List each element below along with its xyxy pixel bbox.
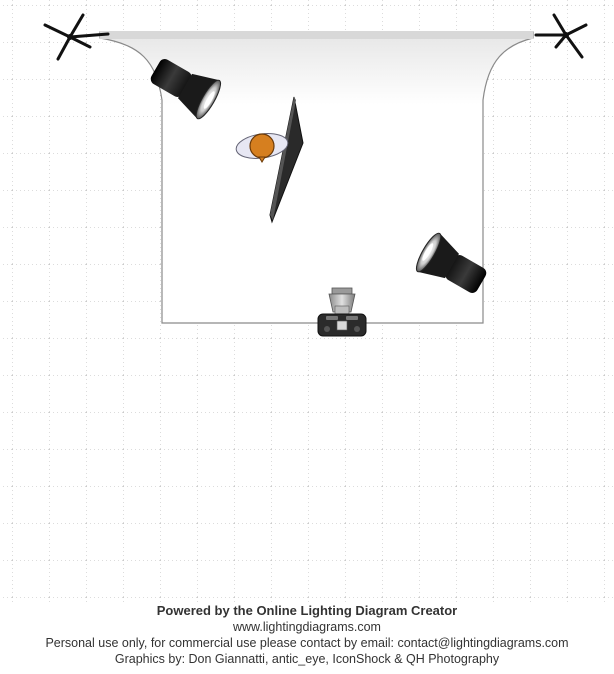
strobe-light-icon[interactable] (412, 230, 492, 302)
background-stand-right-icon[interactable] (534, 13, 588, 59)
diagram-canvas (0, 0, 614, 604)
strip-softbox-icon[interactable] (269, 96, 304, 224)
lighting-diagram (0, 0, 614, 604)
footer-website: www.lightingdiagrams.com (233, 620, 381, 634)
footer-title: Powered by the Online Lighting Diagram C… (156, 603, 458, 618)
backdrop-roll (100, 31, 533, 39)
background-stand-left-icon[interactable] (43, 13, 110, 61)
subject-person-icon[interactable] (235, 130, 290, 163)
footer-license: Personal use only, for commercial use pl… (45, 636, 569, 650)
strobe-light-icon[interactable] (145, 50, 225, 122)
diagram-footer: Powered by the Online Lighting Diagram C… (0, 603, 614, 667)
footer-credits: Graphics by: Don Giannatti, antic_eye, I… (114, 652, 500, 666)
camera-icon[interactable] (317, 287, 367, 337)
